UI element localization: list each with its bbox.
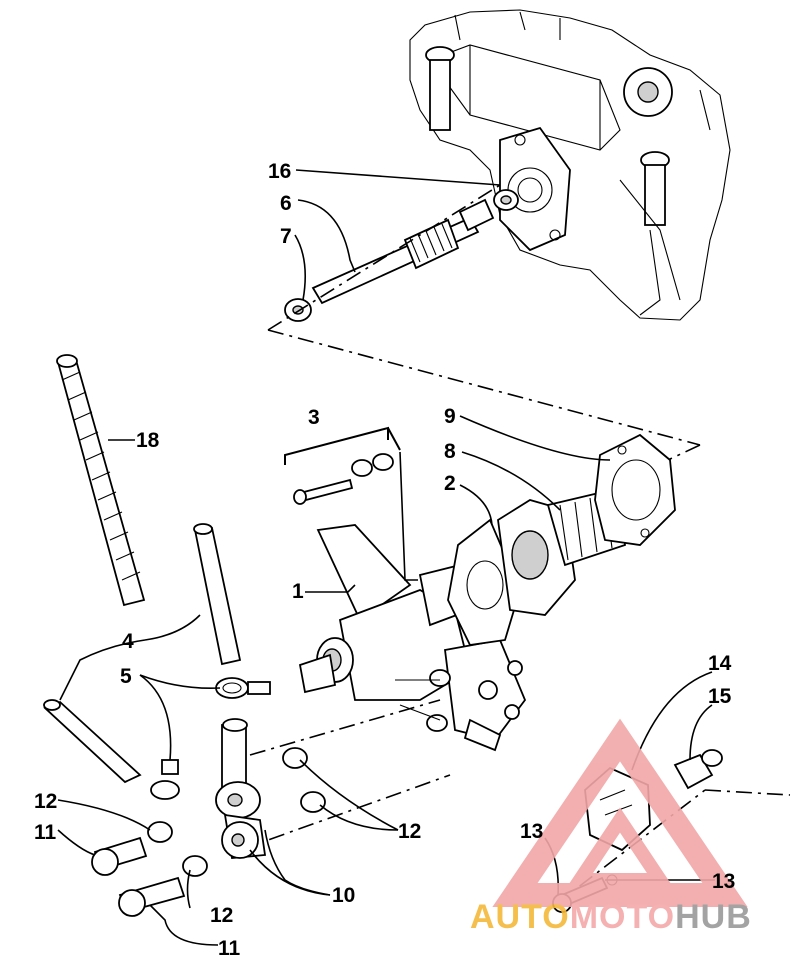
callout-18: 18 [136,429,160,452]
callout-12-right: 12 [398,820,421,843]
drive-shaft-assembly [284,189,519,322]
watermark: AUTOMOTOHUB [470,718,752,936]
watermark-hub: HUB [675,898,752,936]
engine-block [409,9,731,321]
fittings [91,718,326,917]
watermark-inner-logo [566,807,674,887]
watermark-moto: MOTO [570,898,675,936]
callout-16: 14 [708,652,732,675]
callout-11-left: 11 [34,821,57,844]
callout-7: 7 [280,225,292,248]
callout-17: 15 [708,685,732,708]
callout-9: 9 [444,405,456,428]
watermark-triangle-logo [492,718,748,907]
hoses [43,354,242,784]
callout-4: 4 [122,630,134,653]
callout-15: 13 [520,820,543,843]
callout-12-left: 12 [34,790,57,813]
gasket-and-flange [447,433,676,646]
callout-6: 6 [280,192,292,215]
callout-8: 8 [444,440,456,463]
callout-13: 13 [712,870,735,893]
callout-labels: 16 6 7 3 9 8 2 18 1 4 5 14 15 12 11 12 1… [34,160,735,960]
callout-11-bottom: 11 [218,937,241,960]
leader-lines [57,169,715,946]
callout-14: 16 [268,160,291,183]
hose-clamps [150,677,271,800]
watermark-auto: AUTO [470,898,570,936]
callout-5: 5 [120,665,132,688]
screw-set [284,426,418,581]
callout-12-bottom: 12 [210,904,233,927]
callout-10: 10 [332,884,355,907]
callout-2: 2 [444,472,456,495]
callout-1: 1 [292,580,304,603]
callout-3: 3 [308,406,320,429]
pump-body [298,524,527,752]
svg-text:AUTOMOTOHUB: AUTOMOTOHUB [470,898,752,936]
